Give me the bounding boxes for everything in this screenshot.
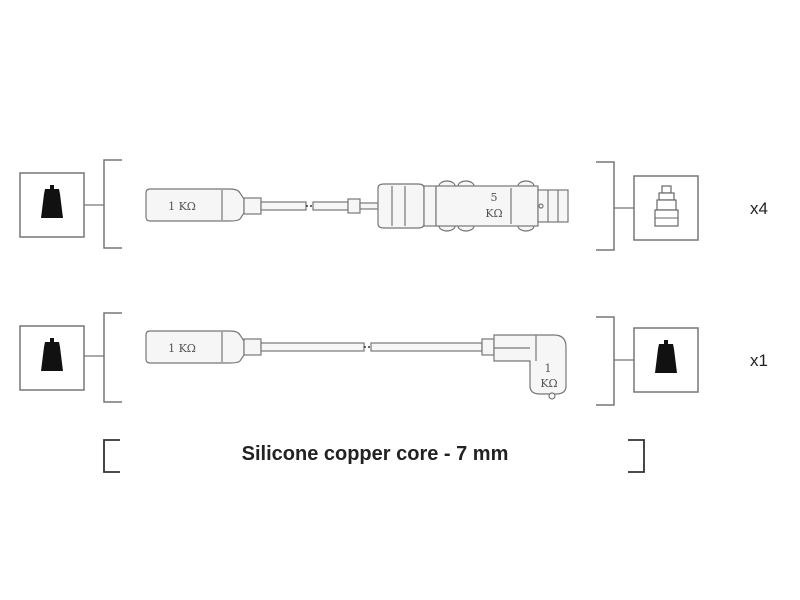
resistance-label-right-unit: KΩ (485, 207, 502, 220)
cable-row-2: 1 KΩ 1 KΩ (19, 312, 699, 406)
left-bracket (103, 312, 122, 403)
cable-spec-caption: Silicone copper core - 7 mm (241, 443, 509, 465)
ignition-cable (145, 330, 567, 400)
resistance-label-left: 1 KΩ (168, 200, 196, 213)
footer-left-bracket (103, 439, 120, 473)
resistance-label-right-value: 1 (545, 362, 552, 375)
quantity-label-row-1: x4 (750, 199, 768, 218)
spark-plug-icon (633, 175, 699, 241)
footer-right-bracket (628, 439, 645, 473)
coil-terminal-icon (19, 325, 85, 391)
right-bracket (596, 161, 615, 251)
resistance-label-left: 1 KΩ (168, 342, 196, 355)
quantity-label-row-2: x1 (750, 351, 768, 370)
left-bracket (103, 159, 122, 249)
coil-terminal-icon (19, 172, 85, 238)
resistance-label-right-value: 5 (491, 191, 498, 204)
coil-terminal-icon (633, 327, 699, 393)
right-bracket (596, 316, 615, 406)
cable-row-1: 1 KΩ 5 KΩ (19, 159, 699, 251)
resistance-label-right-unit: KΩ (540, 377, 557, 390)
ignition-cable (145, 180, 569, 232)
